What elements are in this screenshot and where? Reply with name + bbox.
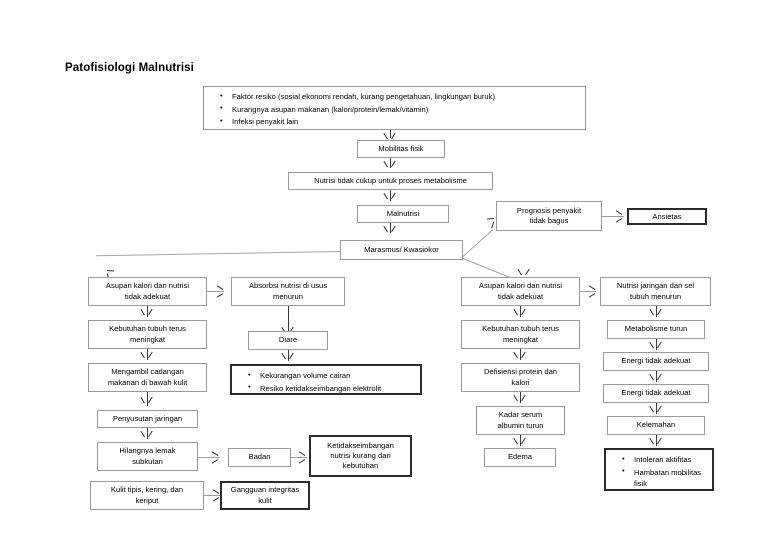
arrow-down-icon bbox=[385, 225, 394, 234]
arrow-down-icon bbox=[515, 351, 524, 360]
aktifitas-item: Hambatan mobilitas fisik bbox=[622, 466, 708, 489]
node-label: Penyusutan jaringan bbox=[112, 413, 183, 423]
node-label: Kulit tipis, kering, dan keriput bbox=[110, 485, 184, 505]
arrow-right-icon bbox=[211, 453, 220, 462]
cairan-item: Kekurangan volume cairan bbox=[248, 370, 416, 381]
node-kulit-tipis: Kulit tipis, kering, dan keriput bbox=[90, 481, 204, 510]
node-asupan-kalori-kiri: Asupan kalori dan nutrisi tidak adekuat bbox=[88, 277, 207, 306]
node-label: Edema bbox=[507, 452, 533, 462]
node-label: Asupan kalori dan nutrisi tidak adekuat bbox=[478, 281, 563, 301]
connector-line bbox=[288, 306, 289, 332]
arrow-up-left-icon bbox=[105, 268, 114, 277]
arrow-down-icon bbox=[142, 351, 151, 360]
arrow-down-icon bbox=[515, 437, 524, 446]
cause-item: Kurangnya asupan makanan (kalori/protein… bbox=[220, 103, 581, 115]
arrow-down-icon bbox=[519, 268, 528, 277]
node-metabolisme-turun: Metabolisme turun bbox=[607, 320, 705, 339]
node-hilangnya-lemak: Hilangnya lemak subkutan bbox=[97, 442, 198, 471]
node-badan: Badan bbox=[228, 448, 291, 467]
node-label: Ansietas bbox=[652, 211, 682, 221]
arrow-down-icon bbox=[385, 160, 394, 169]
node-ansietas: Ansietas bbox=[627, 208, 707, 225]
aktifitas-item: Intoleran aktifitas bbox=[622, 454, 708, 465]
node-label: Nutrisi jaringan dan sel tubuh menurun bbox=[616, 281, 695, 301]
node-energi-tidak-adekuat-2: Energi tidak adekuat bbox=[603, 384, 709, 403]
connector-line bbox=[602, 216, 624, 217]
node-label: Energi tidak adekuat bbox=[621, 356, 691, 366]
arrow-down-icon bbox=[142, 430, 151, 439]
node-ketidakseimbangan-nutrisi: Ketidakseimbangan nutrisi kurang dari ke… bbox=[309, 435, 412, 477]
node-label: Badan bbox=[248, 452, 271, 462]
connector-line bbox=[96, 251, 341, 257]
node-edema: Edema bbox=[484, 448, 556, 467]
node-label: Kebutuhan tubuh terus meningkat bbox=[109, 324, 186, 344]
arrow-down-icon bbox=[515, 308, 524, 317]
node-penyusutan-jaringan: Penyusutan jaringan bbox=[97, 410, 198, 428]
node-malnutrisi: Malnutrisi bbox=[357, 205, 449, 223]
node-label: Metabolisme turun bbox=[624, 324, 688, 334]
node-marasmus-kwasiokor: Marasmus/ Kwasiokor bbox=[340, 240, 463, 260]
node-kadar-serum-albumin: Kadar serum albumin turun bbox=[476, 406, 565, 435]
arrow-right-icon bbox=[298, 453, 307, 462]
arrow-down-icon bbox=[651, 373, 660, 382]
node-cairan-elektrolit: Kekurangan volume cairan Resiko ketidaks… bbox=[230, 364, 422, 395]
node-mobilitas-fisik: Mobilitas fisik bbox=[357, 140, 445, 158]
arrow-down-icon bbox=[283, 352, 292, 361]
node-label: Absorbsi nutrisi di usus menurun bbox=[248, 281, 328, 301]
connector-line bbox=[198, 457, 220, 458]
arrow-up-icon bbox=[487, 216, 496, 225]
node-label: Malnutrisi bbox=[386, 208, 420, 218]
node-label: Kebutuhan tubuh terus meningkat bbox=[482, 324, 559, 344]
arrow-down-icon bbox=[142, 396, 151, 405]
node-prognosis-penyakit: Prognosis penyakit tidak bagus bbox=[496, 201, 602, 231]
node-kelemahan: Kelemahan bbox=[607, 416, 705, 435]
arrow-down-icon bbox=[651, 341, 660, 350]
arrow-right-icon bbox=[588, 287, 597, 296]
node-label: Energi tidak adekuat bbox=[621, 388, 691, 398]
node-label: Nutrisi tidak cukup untuk proses metabol… bbox=[314, 175, 467, 185]
node-label: Prognosis penyakit tidak bagus bbox=[516, 205, 582, 225]
node-gangguan-integritas-kulit: Gangguan integritas kulit bbox=[220, 481, 310, 510]
node-label: Defisiensi protein dan kalori bbox=[483, 367, 558, 387]
cause-item: Infeksi penyakit lain bbox=[220, 116, 581, 127]
arrow-right-icon bbox=[615, 212, 624, 221]
connector-line bbox=[462, 229, 494, 257]
node-asupan-kalori-kanan: Asupan kalori dan nutrisi tidak adekuat bbox=[461, 277, 580, 306]
arrow-down-icon bbox=[651, 405, 660, 414]
node-causes: Faktor resiko (sosial ekonomi rendah, ku… bbox=[203, 86, 586, 130]
node-label: Marasmus/ Kwasiokor bbox=[364, 244, 439, 254]
node-mengambil-cadangan: Mengambil cadangan makanan di bawah kuli… bbox=[88, 363, 207, 392]
node-defisiensi-protein: Defisiensi protein dan kalori bbox=[461, 363, 580, 392]
node-label: Asupan kalori dan nutrisi tidak adekuat bbox=[105, 281, 190, 301]
node-label: Mobilitas fisik bbox=[378, 143, 424, 153]
cause-item: Faktor resiko (sosial ekonomi rendah, ku… bbox=[220, 91, 581, 102]
node-label: Hilangnya lemak subkutan bbox=[119, 446, 176, 466]
node-aktifitas-mobilitas: Intoleran aktifitas Hambatan mobilitas f… bbox=[604, 448, 714, 491]
node-label: Mengambil cadangan makanan di bawah kuli… bbox=[107, 367, 188, 387]
node-label: Kelemahan bbox=[636, 420, 676, 430]
page-title: Patofisiologi Malnutrisi bbox=[65, 62, 194, 74]
arrow-down-icon bbox=[142, 308, 151, 317]
node-label: Gangguan integritas kulit bbox=[230, 485, 300, 505]
node-nutrisi-tidak-cukup: Nutrisi tidak cukup untuk proses metabol… bbox=[288, 172, 493, 190]
arrow-down-icon bbox=[651, 308, 660, 317]
node-absorbsi-nutrisi: Absorbsi nutrisi di usus menurun bbox=[231, 277, 345, 306]
node-label: Diare bbox=[278, 335, 298, 345]
arrow-right-icon bbox=[216, 287, 225, 296]
node-kebutuhan-tubuh-kanan: Kebutuhan tubuh terus meningkat bbox=[461, 320, 580, 349]
arrow-down-icon bbox=[515, 394, 524, 403]
node-label: Ketidakseimbangan nutrisi kurang dari ke… bbox=[327, 440, 394, 470]
node-label: Kadar serum albumin turun bbox=[497, 410, 544, 430]
cairan-item: Resiko ketidakseimbangan elektrolit bbox=[248, 382, 416, 394]
arrow-down-icon bbox=[385, 192, 394, 201]
node-nutrisi-jaringan: Nutrisi jaringan dan sel tubuh menurun bbox=[600, 277, 711, 306]
node-kebutuhan-tubuh-kiri: Kebutuhan tubuh terus meningkat bbox=[88, 320, 207, 349]
arrow-down-icon bbox=[651, 437, 660, 446]
node-diare: Diare bbox=[248, 331, 328, 350]
node-energi-tidak-adekuat-1: Energi tidak adekuat bbox=[603, 352, 709, 371]
